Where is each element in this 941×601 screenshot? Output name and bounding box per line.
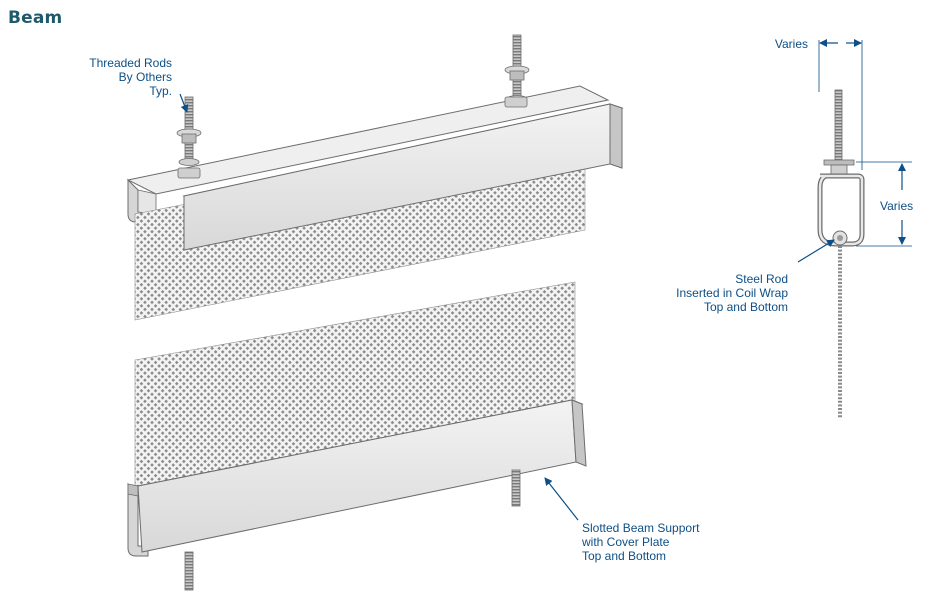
threaded-rod-top-left <box>176 96 202 166</box>
dimension-top <box>818 39 863 170</box>
varies-top-label: Varies <box>774 37 808 51</box>
threaded-rod-bottom-right <box>511 469 521 507</box>
bottom-cover-plate <box>136 399 587 553</box>
varies-side-label: Varies <box>880 199 914 213</box>
leader-steel-rod <box>797 239 835 263</box>
dimension-side <box>856 161 912 247</box>
leader-threaded-rods <box>179 93 189 113</box>
steel-rod-label: Steel Rod Inserted in Coil Wrap Top and … <box>676 272 788 314</box>
top-beam-channel <box>126 85 610 223</box>
section-detail <box>817 89 865 418</box>
slotted-beam-label: Slotted Beam Support with Cover Plate To… <box>582 521 700 563</box>
threaded-rod-top-right <box>504 34 530 103</box>
top-cover-plate <box>182 103 624 251</box>
page-title: Beam <box>8 8 63 28</box>
threaded-rods-label: Threaded Rods By Others Typ. <box>89 56 172 98</box>
threaded-rod-bottom-left <box>184 551 194 591</box>
leader-slotted-beam <box>544 477 579 521</box>
